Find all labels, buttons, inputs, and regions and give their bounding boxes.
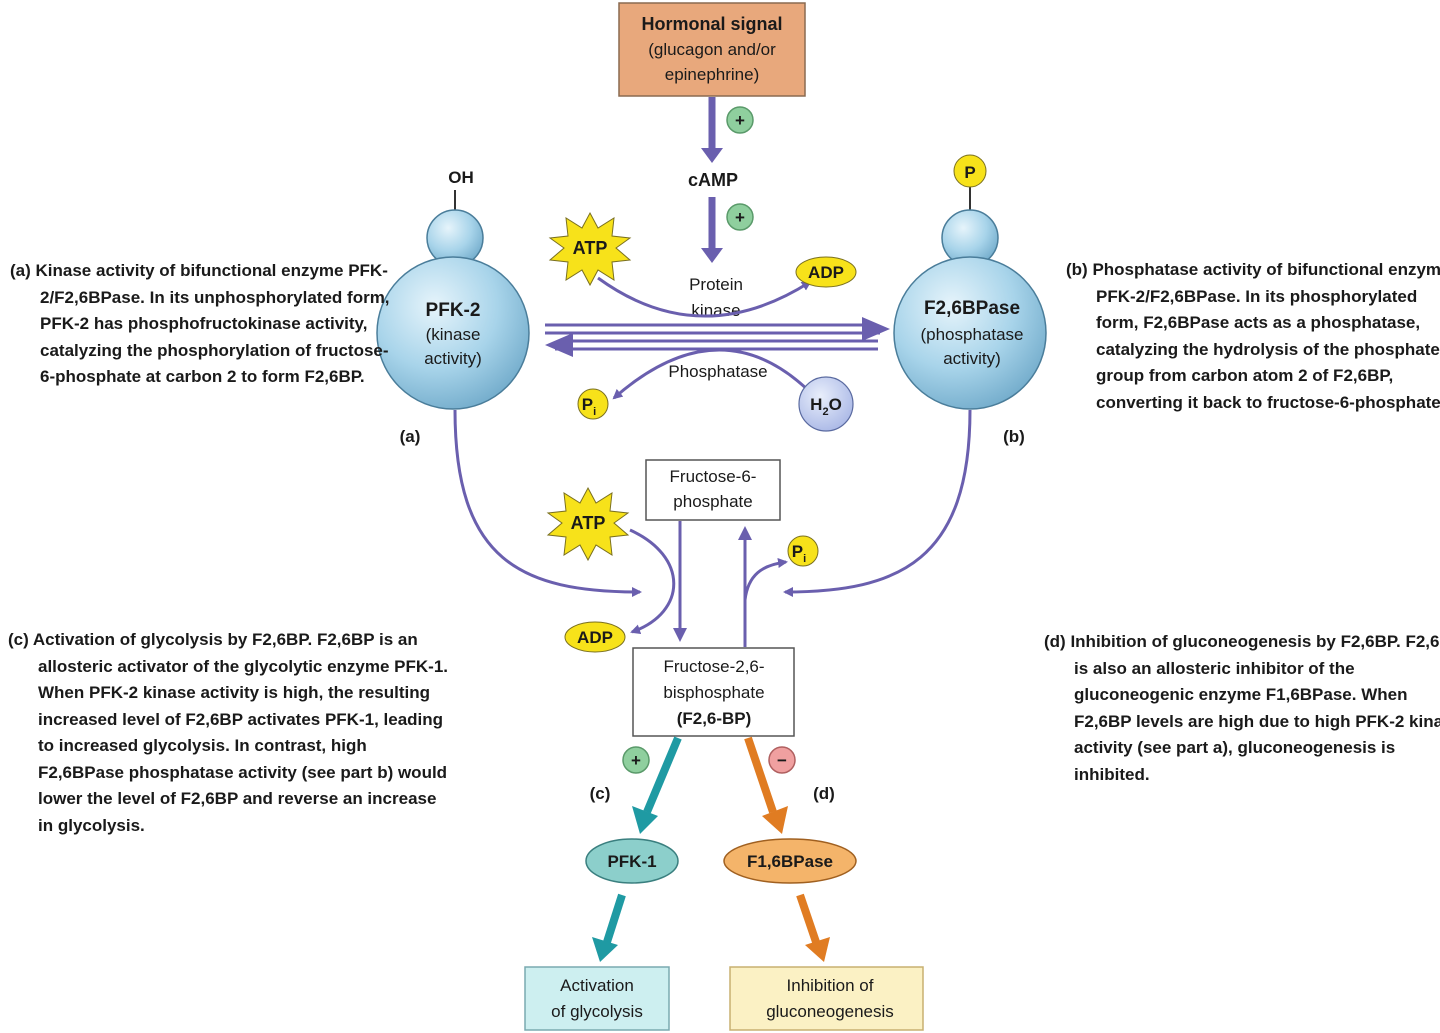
plus-badge-top: +	[726, 106, 754, 134]
plus-badge-activation: +	[622, 746, 650, 774]
description-d-heading: Inhibition of gluconeogenesis by F2,6BP.	[1070, 632, 1401, 651]
fructose-2-6-bisphosphate-box: Fructose-2,6- bisphosphate (F2,6-BP)	[632, 647, 795, 737]
svg-text:of glycolysis: of glycolysis	[551, 1002, 643, 1021]
svg-text:phosphate: phosphate	[673, 492, 752, 511]
svg-text:Fructose-2,6-: Fructose-2,6-	[663, 657, 764, 676]
phosphatase-label: Phosphatase	[668, 362, 767, 381]
description-a-body: In its unphosphorylated form, PFK-2 has …	[40, 287, 390, 387]
pi-badge-top: Pi	[577, 388, 609, 420]
description-d-body: F2,6BP is also an allosteric inhibitor o…	[1074, 632, 1440, 784]
oh-label: OH	[448, 168, 474, 187]
f26bpase-title: F2,6BPase	[924, 298, 1020, 319]
pi-badge-lower: Pi	[787, 535, 819, 567]
f16bpase-enzyme: F1,6BPase	[723, 838, 857, 884]
atp-to-adp-curve	[597, 276, 812, 318]
camp-label: cAMP	[688, 170, 738, 190]
activation-arrow-shaft	[643, 736, 682, 814]
hormone-to-camp-arrowhead	[701, 148, 723, 163]
plus-badge-camp: +	[726, 203, 754, 231]
forward-double-arrow	[545, 317, 890, 341]
svg-text:gluconeogenesis: gluconeogenesis	[766, 1002, 894, 1021]
hormonal-signal-title: Hormonal signal	[641, 14, 782, 34]
svg-text:bisphosphate: bisphosphate	[663, 683, 764, 702]
svg-text:+: +	[735, 208, 745, 227]
svg-text:(F2,6-BP): (F2,6-BP)	[677, 709, 752, 728]
svg-text:−: −	[777, 751, 787, 770]
description-b-body: In its phosphorylated form, F2,6BPase ac…	[1096, 286, 1440, 412]
atp-label-lower: ATP	[571, 513, 606, 533]
svg-text:+: +	[735, 111, 745, 130]
pfk2-line1: (kinase	[426, 325, 481, 344]
pi-release-curve	[743, 558, 788, 601]
adp-label-lower: ADP	[577, 628, 613, 647]
minus-badge-inhibition: −	[768, 746, 796, 774]
svg-text:Inhibition of: Inhibition of	[787, 976, 874, 995]
atp-to-adp-lower-curve	[629, 528, 676, 635]
atp-starburst-top: ATP	[548, 211, 632, 287]
svg-text:Fructose-6-: Fructose-6-	[670, 467, 757, 486]
p-badge-label: P	[964, 163, 975, 182]
adp-label-top: ADP	[808, 263, 844, 282]
f16bpase-to-inhibition-shaft	[796, 893, 820, 944]
f26bpase-line1: (phosphatase	[920, 325, 1023, 344]
svg-text:+: +	[631, 751, 641, 770]
svg-text:H2O: H2O	[810, 395, 842, 418]
activation-arrowhead	[632, 806, 658, 834]
svg-text:Pi: Pi	[582, 395, 596, 418]
atp-starburst-lower: ATP	[546, 486, 630, 562]
description-c-heading: Activation of glycolysis by F2,6BP.	[32, 630, 313, 649]
inhibition-arrow-shaft	[744, 736, 777, 814]
inhibition-of-gluconeogenesis-box: Inhibition of gluconeogenesis	[729, 966, 924, 1031]
adp-ellipse-lower: ADP	[564, 621, 626, 653]
pfk1-label: PFK-1	[607, 852, 656, 871]
description-b-heading: Phosphatase activity of bifunctional enz…	[1092, 260, 1440, 306]
activation-of-glycolysis-box: Activation of glycolysis	[524, 966, 670, 1031]
f26bpase-to-reaction-line	[783, 409, 972, 597]
svg-text:Pi: Pi	[792, 542, 806, 565]
reverse-double-arrow	[545, 333, 878, 357]
adp-ellipse-top: ADP	[795, 256, 857, 288]
hormonal-signal-line2: epinephrine)	[665, 65, 760, 84]
hormonal-signal-line1: (glucagon and/or	[648, 40, 776, 59]
marker-d: (d)	[813, 784, 835, 803]
f16bpase-label: F1,6BPase	[747, 852, 833, 871]
description-d-label: (d)	[1044, 632, 1066, 651]
camp-to-kinase-arrowhead	[701, 248, 723, 263]
marker-c: (c)	[590, 784, 611, 803]
svg-text:Activation: Activation	[560, 976, 634, 995]
pfk1-to-activation-shaft	[603, 893, 626, 944]
fructose-6-phosphate-box: Fructose-6- phosphate	[645, 459, 781, 521]
description-a: (a) Kinase activity of bifunctional enzy…	[10, 258, 402, 391]
f26bpase-enzyme: P F2,6BPase (phosphatase activity)	[893, 154, 1047, 410]
pfk1-enzyme: PFK-1	[585, 838, 679, 884]
f26bpase-line2: activity)	[943, 349, 1001, 368]
description-a-label: (a)	[10, 261, 31, 280]
hormonal-signal-box: Hormonal signal (glucagon and/or epineph…	[618, 2, 806, 97]
pfk2-line2: activity)	[424, 349, 482, 368]
protein-kinase-line1: Protein	[689, 275, 743, 294]
description-b: (b) Phosphatase activity of bifunctional…	[1066, 257, 1440, 416]
inhibition-arrowhead	[762, 806, 788, 834]
description-b-label: (b)	[1066, 260, 1088, 279]
atp-label-top: ATP	[573, 238, 608, 258]
h2o-to-pi-curve	[612, 348, 812, 400]
pfk2-to-reaction-line	[453, 409, 642, 597]
description-a-heading: Kinase activity of bifunctional enzyme P…	[35, 261, 388, 307]
pfk2-title: PFK-2	[426, 300, 481, 321]
description-d: (d) Inhibition of gluconeogenesis by F2,…	[1044, 629, 1440, 788]
pfk2-enzyme: OH PFK-2 (kinase activity)	[376, 168, 530, 410]
h2o-badge: H2O	[798, 376, 854, 432]
marker-b: (b)	[1003, 427, 1025, 446]
description-c-body: F2,6BP is an allosteric activator of the…	[38, 630, 449, 835]
description-c-label: (c)	[8, 630, 29, 649]
description-c: (c) Activation of glycolysis by F2,6BP. …	[8, 627, 450, 839]
marker-a: (a)	[400, 427, 421, 446]
